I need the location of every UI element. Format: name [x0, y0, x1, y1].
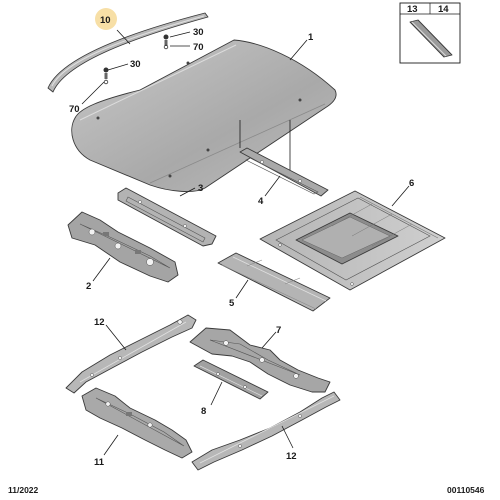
callout-1: 1 — [308, 32, 314, 43]
roof-side-rail-left — [65, 314, 197, 394]
rear-roof-bow — [81, 387, 193, 459]
callout-4: 4 — [258, 196, 264, 207]
callout-30-upper: 30 — [193, 27, 204, 38]
callout-3: 3 — [198, 183, 203, 194]
callouts: 10 30 70 30 70 1 3 4 6 5 2 12 7 8 11 12 — [69, 15, 414, 468]
roof-front-crossmember — [117, 187, 217, 247]
roof-rear-crossmember — [239, 147, 329, 197]
clip-fastener-lower — [103, 67, 109, 85]
inset-box-13-14: 13 14 — [399, 2, 461, 64]
front-roof-bow — [189, 327, 331, 393]
callout-6: 6 — [409, 178, 414, 189]
callout-12-upper: 12 — [94, 317, 105, 328]
callout-10: 10 — [100, 15, 111, 26]
footer-reference: 00110546 — [447, 485, 485, 495]
callout-13: 13 — [407, 4, 418, 15]
callout-30-lower: 30 — [130, 59, 141, 70]
roof-panel — [71, 39, 337, 192]
leader-lines — [81, 29, 410, 456]
roof-bow-panel — [217, 252, 331, 312]
seal-strip — [409, 19, 453, 58]
windscreen-header-reinforcement — [67, 211, 179, 283]
center-reinforcement — [193, 359, 269, 400]
callout-70-upper: 70 — [193, 42, 204, 53]
roof-side-rail-right — [191, 391, 341, 471]
callout-10-highlight — [95, 8, 117, 30]
callout-5: 5 — [229, 298, 235, 309]
callout-2: 2 — [86, 281, 91, 292]
callout-14: 14 — [438, 4, 449, 15]
callout-11: 11 — [94, 457, 105, 468]
callout-12-lower: 12 — [286, 451, 297, 462]
footer-date: 11/2022 — [8, 485, 39, 495]
roof-rail-trim — [47, 12, 209, 93]
sunroof-frame — [259, 190, 446, 291]
callout-7: 7 — [276, 325, 281, 336]
callout-70-lower: 70 — [69, 104, 80, 115]
clip-fastener-upper — [163, 34, 169, 50]
callout-8: 8 — [201, 406, 206, 417]
